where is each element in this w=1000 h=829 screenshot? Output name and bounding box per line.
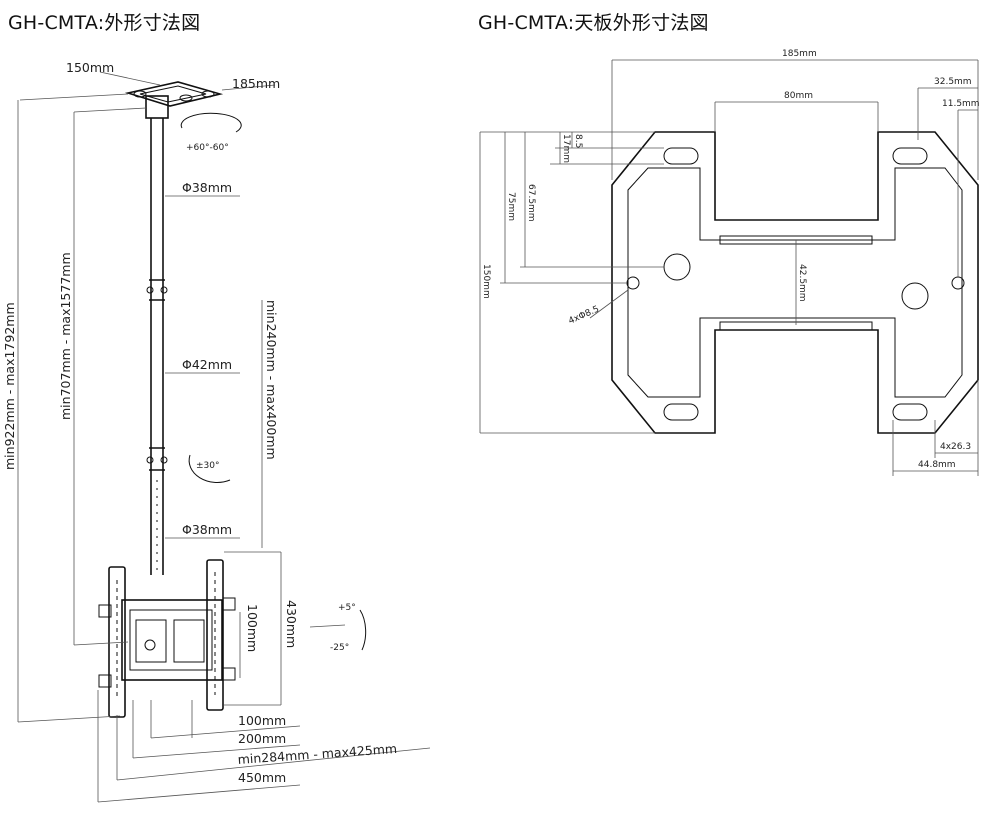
plate-slot	[663, 147, 699, 165]
dim-leader	[99, 71, 161, 86]
label-right-small: 11.5mm	[942, 99, 980, 109]
top-plate-inner-rib	[627, 167, 963, 398]
center-hole	[901, 282, 929, 310]
plate-hole	[133, 90, 147, 98]
label-d75: 75mm	[506, 192, 516, 221]
dim-ext	[19, 93, 129, 101]
right-diagram-title: GH-CMTA:天板外形寸法図	[478, 12, 709, 34]
label-d85: 8.5	[573, 134, 583, 148]
swivel-arrow	[180, 112, 242, 133]
plate-slot	[663, 403, 699, 421]
left-labels: 150mm 185mm +60°-60° Φ38mm Φ42mm ±30° Φ3…	[2, 60, 398, 785]
label-plate-depth: 150mm	[66, 60, 114, 75]
label-tilt-side: ±30°	[196, 461, 220, 471]
mount-base-inner	[129, 609, 213, 671]
arm-tab	[222, 667, 236, 681]
mount-base	[121, 599, 223, 681]
pole-knob	[160, 286, 168, 294]
ceiling-plate-inner	[139, 85, 207, 103]
label-swivel: +60°-60°	[186, 143, 229, 153]
top-plate-outline	[611, 131, 979, 434]
pole-joints	[149, 279, 165, 471]
mount-knob	[144, 639, 156, 651]
arm-slots	[116, 572, 216, 700]
label-pole-lower: Φ38mm	[182, 522, 232, 537]
dim-ext	[17, 715, 121, 723]
ceiling-plate	[124, 81, 224, 107]
mount-panel	[135, 619, 167, 663]
label-d675: 67.5mm	[526, 184, 536, 222]
label-slot: 4x26.3	[940, 442, 971, 452]
dim-leader	[309, 624, 346, 628]
label-total-height: min922mm - max1792mm	[2, 302, 17, 470]
plate-hole	[179, 94, 193, 102]
label-bracket-height: 430mm	[284, 600, 299, 648]
arm-tab	[222, 597, 236, 611]
plate-slot	[892, 403, 928, 421]
vesa-arm-right	[206, 559, 224, 711]
dim-w-range	[116, 747, 431, 781]
label-pole-height: min707mm - max1577mm	[58, 252, 73, 420]
label-w450: 450mm	[238, 770, 286, 785]
plate-slot	[892, 147, 928, 165]
dim-w450	[97, 784, 301, 803]
label-center: 80mm	[784, 91, 813, 101]
label-inner-100: 100mm	[245, 604, 260, 652]
pole-knob	[160, 456, 168, 464]
top-plate-drawing	[479, 59, 979, 476]
mount-hole	[626, 276, 640, 290]
label-tilt-down: -25°	[330, 643, 349, 653]
arm-tab	[98, 604, 112, 618]
label-d448: 44.8mm	[918, 460, 956, 470]
tilt-side-arrow	[188, 454, 231, 483]
ceiling-mount-drawing	[17, 71, 431, 803]
left-diagram-title: GH-CMTA:外形寸法図	[8, 12, 201, 34]
label-pole-mid: Φ42mm	[182, 357, 232, 372]
label-right-offset: 32.5mm	[934, 77, 972, 87]
right-labels: 185mm 32.5mm 11.5mm 80mm 8.5 17mm 67.5mm…	[481, 49, 980, 470]
dim-leader-holes	[589, 289, 629, 319]
label-vesa-height: min240mm - max400mm	[264, 300, 279, 460]
tilt-arrow	[359, 609, 367, 651]
dim-ext	[73, 107, 147, 113]
pole-knob	[146, 286, 154, 294]
plate-hole	[201, 90, 215, 98]
label-width: 185mm	[782, 49, 817, 59]
dim-ext	[73, 641, 129, 646]
label-w200: 200mm	[238, 731, 286, 746]
label-d425: 42.5mm	[797, 264, 807, 302]
label-plate-width: 185mm	[232, 76, 280, 91]
label-d17: 17mm	[561, 134, 571, 163]
pole-knob	[146, 456, 154, 464]
label-tilt-up: +5°	[338, 603, 356, 613]
label-d150: 150mm	[481, 264, 491, 299]
label-holes: 4xΦ8.5	[567, 304, 601, 326]
dim-w100	[150, 725, 301, 739]
swivel-joint	[145, 95, 169, 119]
dim-leader	[221, 84, 276, 91]
mount-panel	[173, 619, 205, 663]
label-w100: 100mm	[238, 713, 286, 728]
dim-w200	[132, 744, 301, 759]
label-pole-upper: Φ38mm	[182, 180, 232, 195]
center-hole	[663, 253, 691, 281]
arm-tab	[98, 674, 112, 688]
